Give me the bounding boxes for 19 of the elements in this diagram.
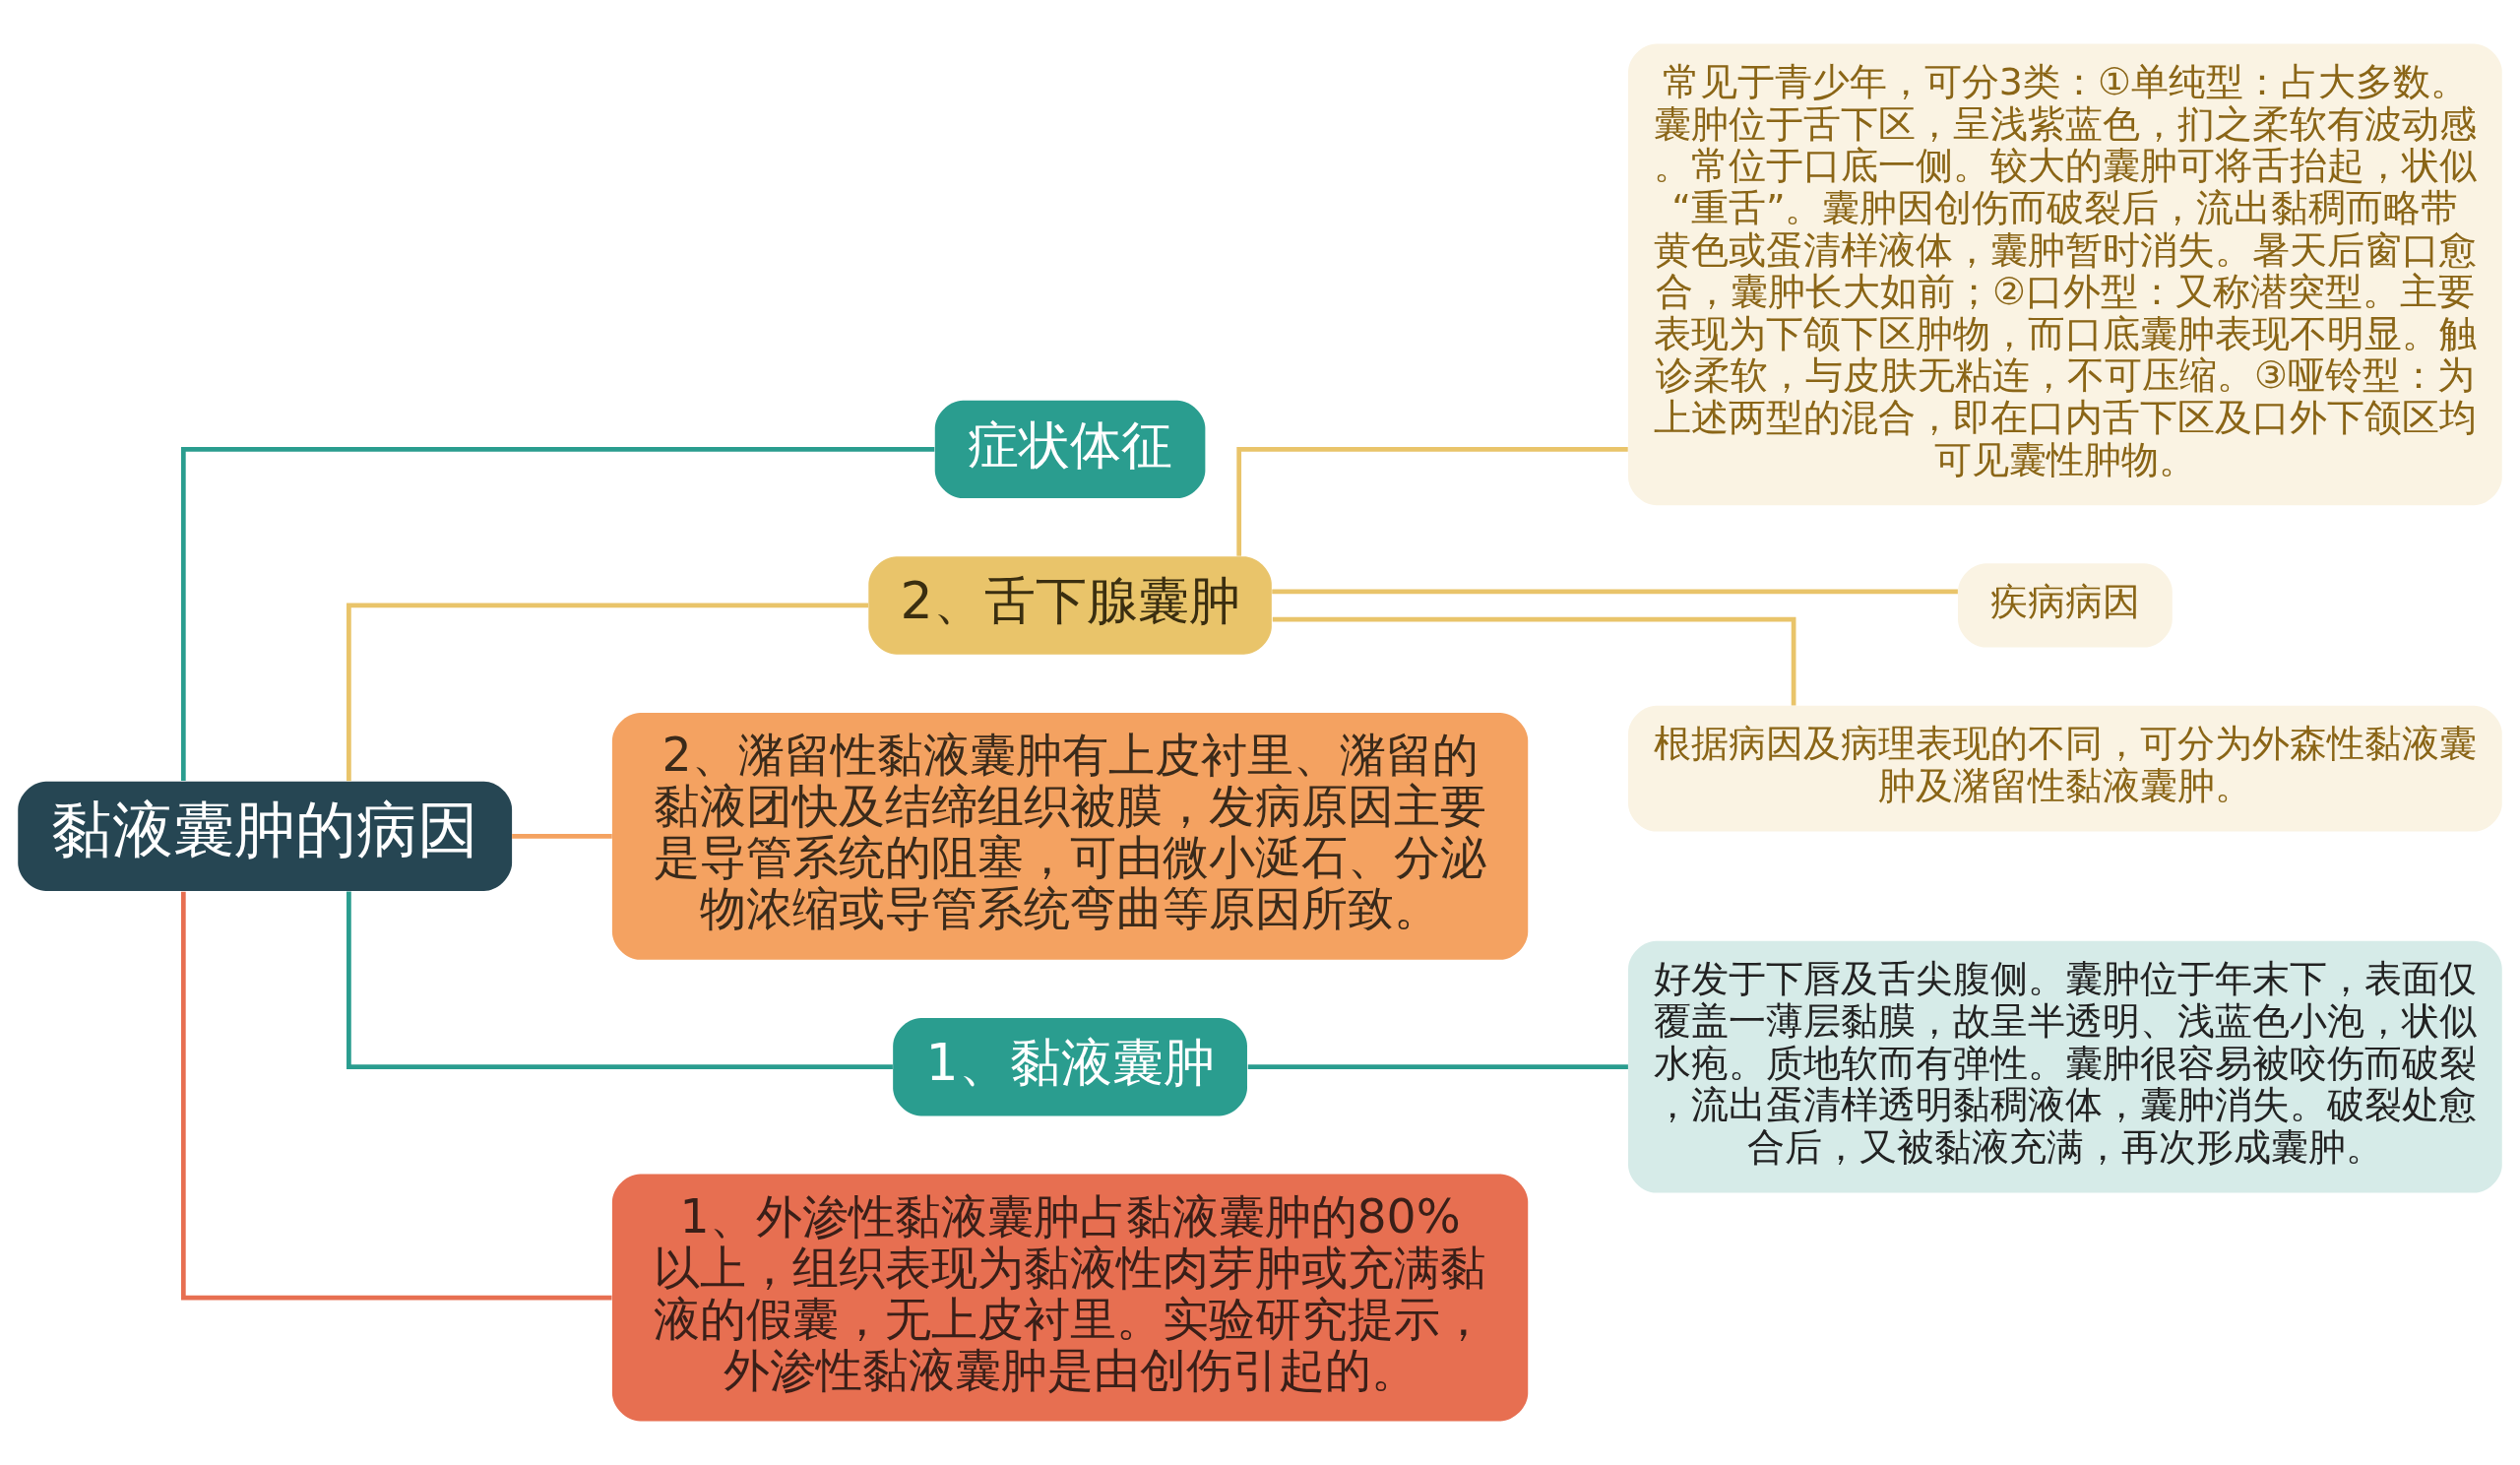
node-box: 好发于下唇及舌尖腹侧。囊肿位于年末下，表面仅覆盖一薄层黏膜，故呈半透明、浅蓝色小泡，状似水疱。质地软而有弹性。囊肿很容易被咬伤而破裂，流出蛋清样透明黏稠液体，囊肿消失。破裂处愈合后，又被黏液充满，再次形成囊肿。: [1628, 940, 2502, 1193]
node-box: 1、外渗性黏液囊肿占黏液囊肿的80%以上，组织表现为黏液性肉芽肿或充满黏液的假囊，无上皮衬里。实验研究提示，外渗性黏液囊肿是由创伤引起的。: [611, 1174, 1529, 1422]
connector: [1236, 447, 1628, 556]
node-box: 常见于青少年，可分3类：①单纯型：占大多数。囊肿位于舌下区，呈浅紫蓝色，扪之柔软有波动感。常位于口底一侧。较大的囊肿可将舌抬起，状似“重舌”。囊肿因创伤而破裂后，流出黏稠而略带黄色或蛋清样液体，囊肿暂时消失。暑天后窗口愈合，囊肿长大如前；②口外型：又称潜突型。主要表现为下颌下区肿物，而口底囊肿表现不明显。触诊柔软，与皮肤无粘连，不可压缩。③哑铃型：为上述两型的混合，即在口内舌下区及口外下颌区均可见囊性肿物。: [1628, 43, 2502, 506]
node-box: 2、舌下腺囊肿: [868, 556, 1272, 655]
connector: [180, 447, 935, 782]
node-box: 1、黏液囊肿: [893, 1018, 1247, 1116]
connector: [1247, 1064, 1628, 1070]
connector: [346, 891, 893, 1070]
node-box: 2、潴留性黏液囊肿有上皮衬里、潴留的黏液团快及结缔组织被膜，发病原因主要是导管系统的阻塞，可由微小涎石、分泌物浓缩或导管系统弯曲等原因所致。: [611, 712, 1529, 960]
node-box: 根据病因及病理表现的不同，可分为外森性黏液囊肿及潴留性黏液囊肿。: [1628, 705, 2502, 832]
connector: [512, 833, 612, 839]
connector: [1272, 589, 1958, 595]
connector: [346, 603, 868, 782]
connector: [180, 891, 612, 1301]
node-box: 疾病病因: [1958, 563, 2173, 648]
node-box: 黏液囊肿的病因: [18, 781, 513, 891]
node-box: 症状体征: [934, 400, 1206, 499]
connector: [1272, 616, 1796, 706]
